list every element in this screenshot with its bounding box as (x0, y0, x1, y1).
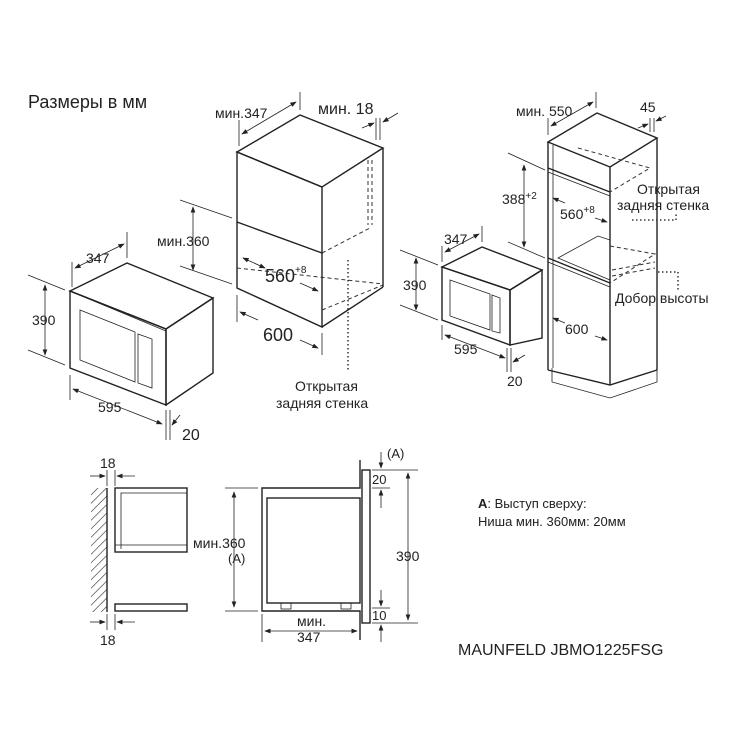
side-right-niche-label: мин.360 (193, 535, 246, 551)
tall-note-line2: задняя стенка (617, 197, 709, 213)
right-width-label: 595 (454, 341, 478, 357)
side-right-bottom-gap: 10 (372, 608, 386, 623)
upper-cabinet-drawing (235, 114, 385, 372)
upper-cabinet-dimensions (179, 92, 399, 355)
upper-depth-label: мин.347 (215, 105, 268, 121)
left-height-label: 390 (32, 312, 56, 328)
legend-line1-text: : Выступ сверху: (487, 496, 586, 511)
legend-line2: Ниша мин. 360мм: 20мм (478, 514, 626, 529)
left-microwave-dimensions (27, 232, 181, 440)
tall-niche-width-label: 560+8 (560, 205, 595, 222)
right-height-label: 390 (403, 277, 427, 293)
side-right-depth-prefix: мин. (297, 613, 326, 629)
tall-niche-height-tolerance: +2 (525, 191, 537, 202)
left-frame-label: 20 (182, 427, 200, 444)
tall-niche-height-value: 388 (502, 191, 526, 207)
upper-side-label: мин. 18 (318, 101, 374, 118)
model-name: MAUNFELD JBMO1225FSG (458, 642, 663, 659)
upper-niche-height-label: мин.360 (157, 233, 210, 249)
right-frame-label: 20 (507, 373, 523, 389)
side-view-left-drawing (90, 470, 188, 630)
tall-depth-label: мин. 550 (516, 103, 573, 119)
side-right-top-gap: 20 (372, 472, 386, 487)
tall-note2: Добор высоты (615, 290, 709, 306)
upper-note-line1: Открытая (295, 378, 358, 394)
right-microwave-dimensions (399, 226, 526, 372)
right-depth-label: 347 (444, 231, 468, 247)
legend-key: A (478, 496, 488, 511)
title: Размеры в мм (28, 92, 147, 112)
side-view-right-dimensions (225, 452, 418, 642)
side-right-depth-label: 347 (297, 629, 321, 645)
side-right-niche-ref: (A) (228, 551, 245, 566)
tall-width-label: 600 (565, 321, 589, 337)
side-view-right-drawing (261, 460, 371, 640)
left-microwave-drawing (68, 262, 215, 407)
left-width-label: 595 (98, 399, 122, 415)
left-depth-label: 347 (86, 250, 110, 266)
side-right-height-label: 390 (396, 548, 420, 564)
upper-niche-width-tolerance: +8 (295, 265, 307, 276)
legend-line1: A: Выступ сверху: (478, 496, 587, 511)
side-left-bottom-label: 18 (100, 632, 116, 648)
tall-niche-width-tolerance: +8 (583, 205, 595, 216)
tall-niche-height-label: 388+2 (502, 191, 537, 207)
upper-niche-width-label: 560+8 (265, 265, 307, 286)
upper-note-line2: задняя стенка (276, 395, 368, 411)
side-right-top-label: (A) (387, 446, 404, 461)
tall-side-label: 45 (640, 99, 656, 115)
upper-niche-width-value: 560 (265, 266, 295, 286)
side-left-top-label: 18 (100, 455, 116, 471)
tall-cabinet-dimensions (507, 92, 667, 341)
upper-width-label: 600 (263, 325, 293, 345)
tall-note-line1: Открытая (637, 181, 700, 197)
right-microwave-drawing (440, 246, 544, 347)
tall-niche-width-value: 560 (560, 206, 584, 222)
tall-cabinet-drawing (546, 112, 679, 399)
